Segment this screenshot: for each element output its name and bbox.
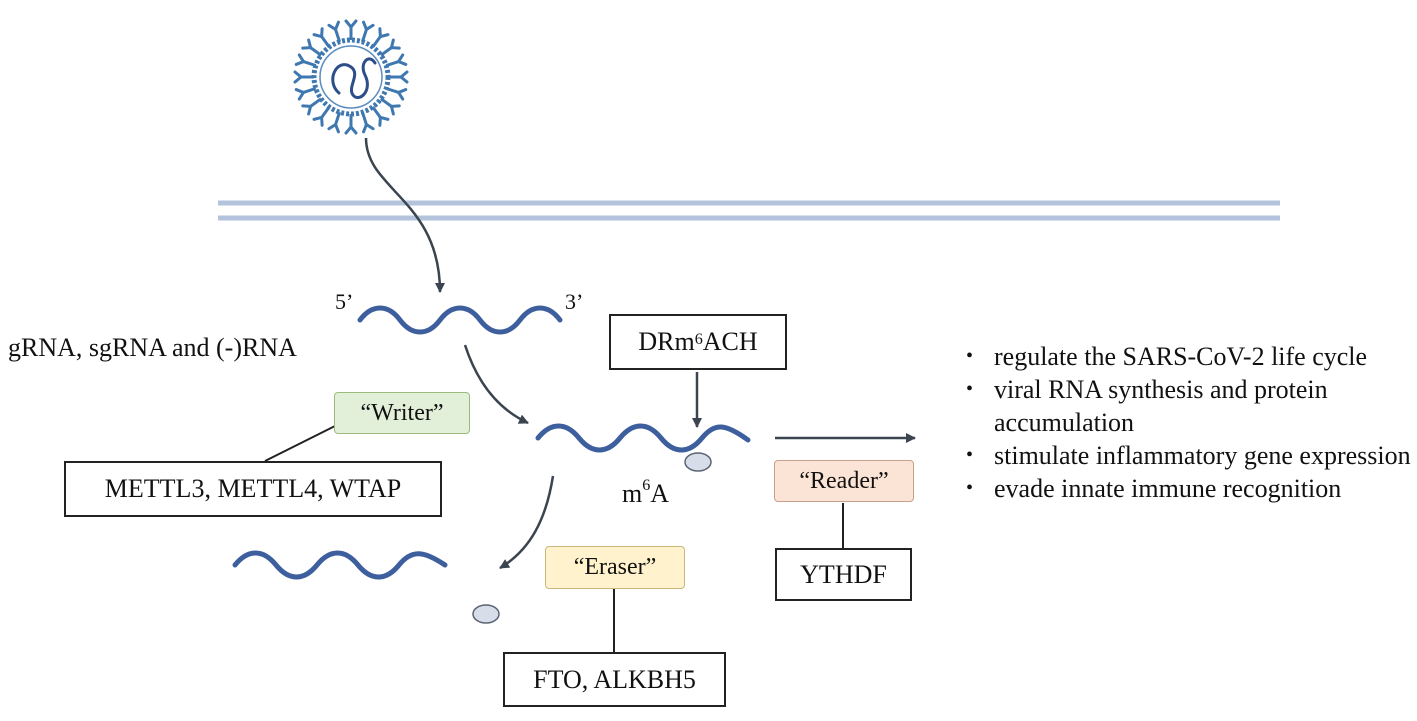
reader-proteins-box: YTHDF (775, 548, 912, 601)
entry-arrow (364, 137, 445, 293)
virus-particle-icon (293, 19, 409, 135)
m6a-mark (684, 452, 712, 472)
m6a-base: m (622, 479, 643, 508)
rna-types-label: gRNA, sgRNA and (-)RNA (8, 333, 297, 362)
effect-item: stimulate inflammatory gene expression (962, 439, 1412, 472)
reader-tag: “Reader” (774, 460, 914, 502)
effects-list: regulate the SARS-CoV-2 life cycle viral… (962, 340, 1412, 505)
effect-item: viral RNA synthesis and protein accumula… (962, 373, 1412, 439)
m6a-label: m6A (622, 476, 670, 509)
viral-rna-strand (357, 305, 563, 335)
three-prime-label: 3’ (565, 289, 584, 314)
effect-item: regulate the SARS-CoV-2 life cycle (962, 340, 1412, 373)
removed-m6a-mark (472, 604, 500, 624)
writer-tag: “Writer” (334, 392, 470, 434)
m6a-sup: 6 (642, 476, 651, 494)
demethylation-arrow (499, 475, 555, 570)
methylation-arrow (463, 344, 529, 425)
five-prime-label: 5’ (335, 289, 354, 314)
methylated-rna-strand (535, 423, 751, 453)
eraser-tag: “Eraser” (545, 546, 685, 589)
motif-suffix: ACH (702, 327, 758, 356)
demethylated-rna-strand (232, 550, 448, 580)
m6a-suffix: A (650, 479, 670, 508)
cell-membrane (218, 200, 1280, 221)
effect-item: evade innate immune recognition (962, 472, 1412, 505)
motif-prefix: DRm (638, 327, 695, 356)
writer-connector (264, 422, 342, 462)
writer-proteins-box: METTL3, METTL4, WTAP (64, 461, 442, 517)
eraser-proteins-box: FTO, ALKBH5 (503, 652, 726, 707)
